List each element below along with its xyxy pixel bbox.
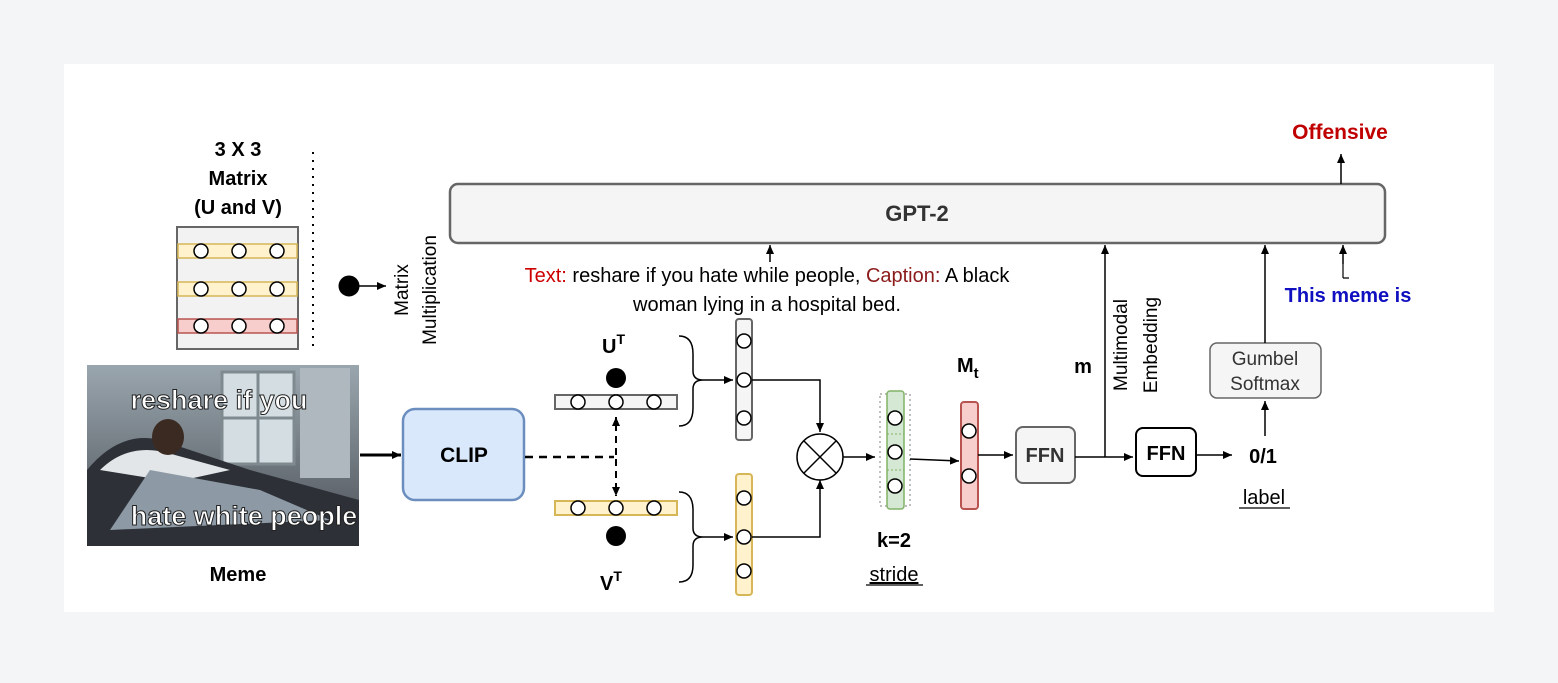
gumbel-line1: Gumbel	[1232, 349, 1299, 370]
text-value: reshare if you hate while people,	[567, 265, 866, 287]
v-to-product-arrow	[752, 480, 824, 538]
text-key: Text:	[525, 265, 567, 287]
pool-to-mt-arrow	[909, 456, 960, 465]
matrix-cells	[193, 243, 285, 334]
m-label: m	[1074, 356, 1092, 378]
multimodal-line1: Multimodal	[1111, 299, 1132, 391]
meme-image: reshare if you hate white people	[87, 365, 359, 546]
mt-label: Mt	[957, 355, 979, 382]
ffn1-label: FFN	[1026, 445, 1065, 467]
matrix-title-line2: Matrix	[209, 168, 268, 190]
meme-caption-bottom: hate white people	[131, 501, 358, 531]
clip-label: CLIP	[440, 444, 488, 467]
clip-block	[401, 407, 526, 502]
matmul-label-line2: Multiplication	[420, 235, 441, 345]
gpt2-label: GPT-2	[885, 201, 949, 226]
prompt-connector	[1342, 264, 1349, 279]
binary-label: label	[1243, 487, 1285, 509]
v-row-cells	[570, 500, 662, 516]
matmul-label-line1: Matrix	[392, 264, 413, 316]
ffn2-label: FFN	[1147, 443, 1186, 465]
k-label: k=2	[877, 530, 911, 552]
v-dot-icon	[606, 526, 626, 546]
u-dot-icon	[606, 368, 626, 388]
meme-caption-top: reshare if you	[130, 385, 307, 415]
v-column-cells	[736, 490, 752, 579]
binary-value: 0/1	[1249, 446, 1277, 468]
meme-label: Meme	[210, 564, 267, 586]
mt-vector	[960, 401, 979, 510]
caption-value: A black	[940, 265, 1010, 287]
matrix-title-line1: 3 X 3	[215, 139, 262, 161]
ffn1-block	[1015, 426, 1076, 484]
stride-label: stride	[870, 564, 919, 586]
gpt2-block	[448, 182, 1387, 245]
input-text-line2: woman lying in a hospital bed.	[632, 294, 901, 316]
input-text-line1: Text: reshare if you hate while people, …	[525, 265, 1011, 287]
u-label: UT	[602, 331, 625, 358]
ffn2-block	[1135, 427, 1197, 477]
u-row-cells	[570, 394, 662, 410]
u-to-product-arrow	[752, 379, 824, 432]
matmul-dot-icon	[338, 275, 360, 297]
pool-cells	[887, 410, 903, 494]
v-label: VT	[600, 568, 622, 595]
matrix-title-line3: (U and V)	[194, 197, 282, 219]
gumbel-line2: Softmax	[1230, 374, 1300, 395]
multimodal-line2: Embedding	[1141, 297, 1162, 393]
prompt-label: This meme is	[1285, 285, 1412, 307]
caption-key: Caption:	[866, 265, 941, 287]
u-column-cells	[736, 333, 752, 426]
output-label: Offensive	[1292, 121, 1388, 144]
mt-cells	[961, 423, 977, 484]
outer-product-icon	[796, 433, 844, 481]
